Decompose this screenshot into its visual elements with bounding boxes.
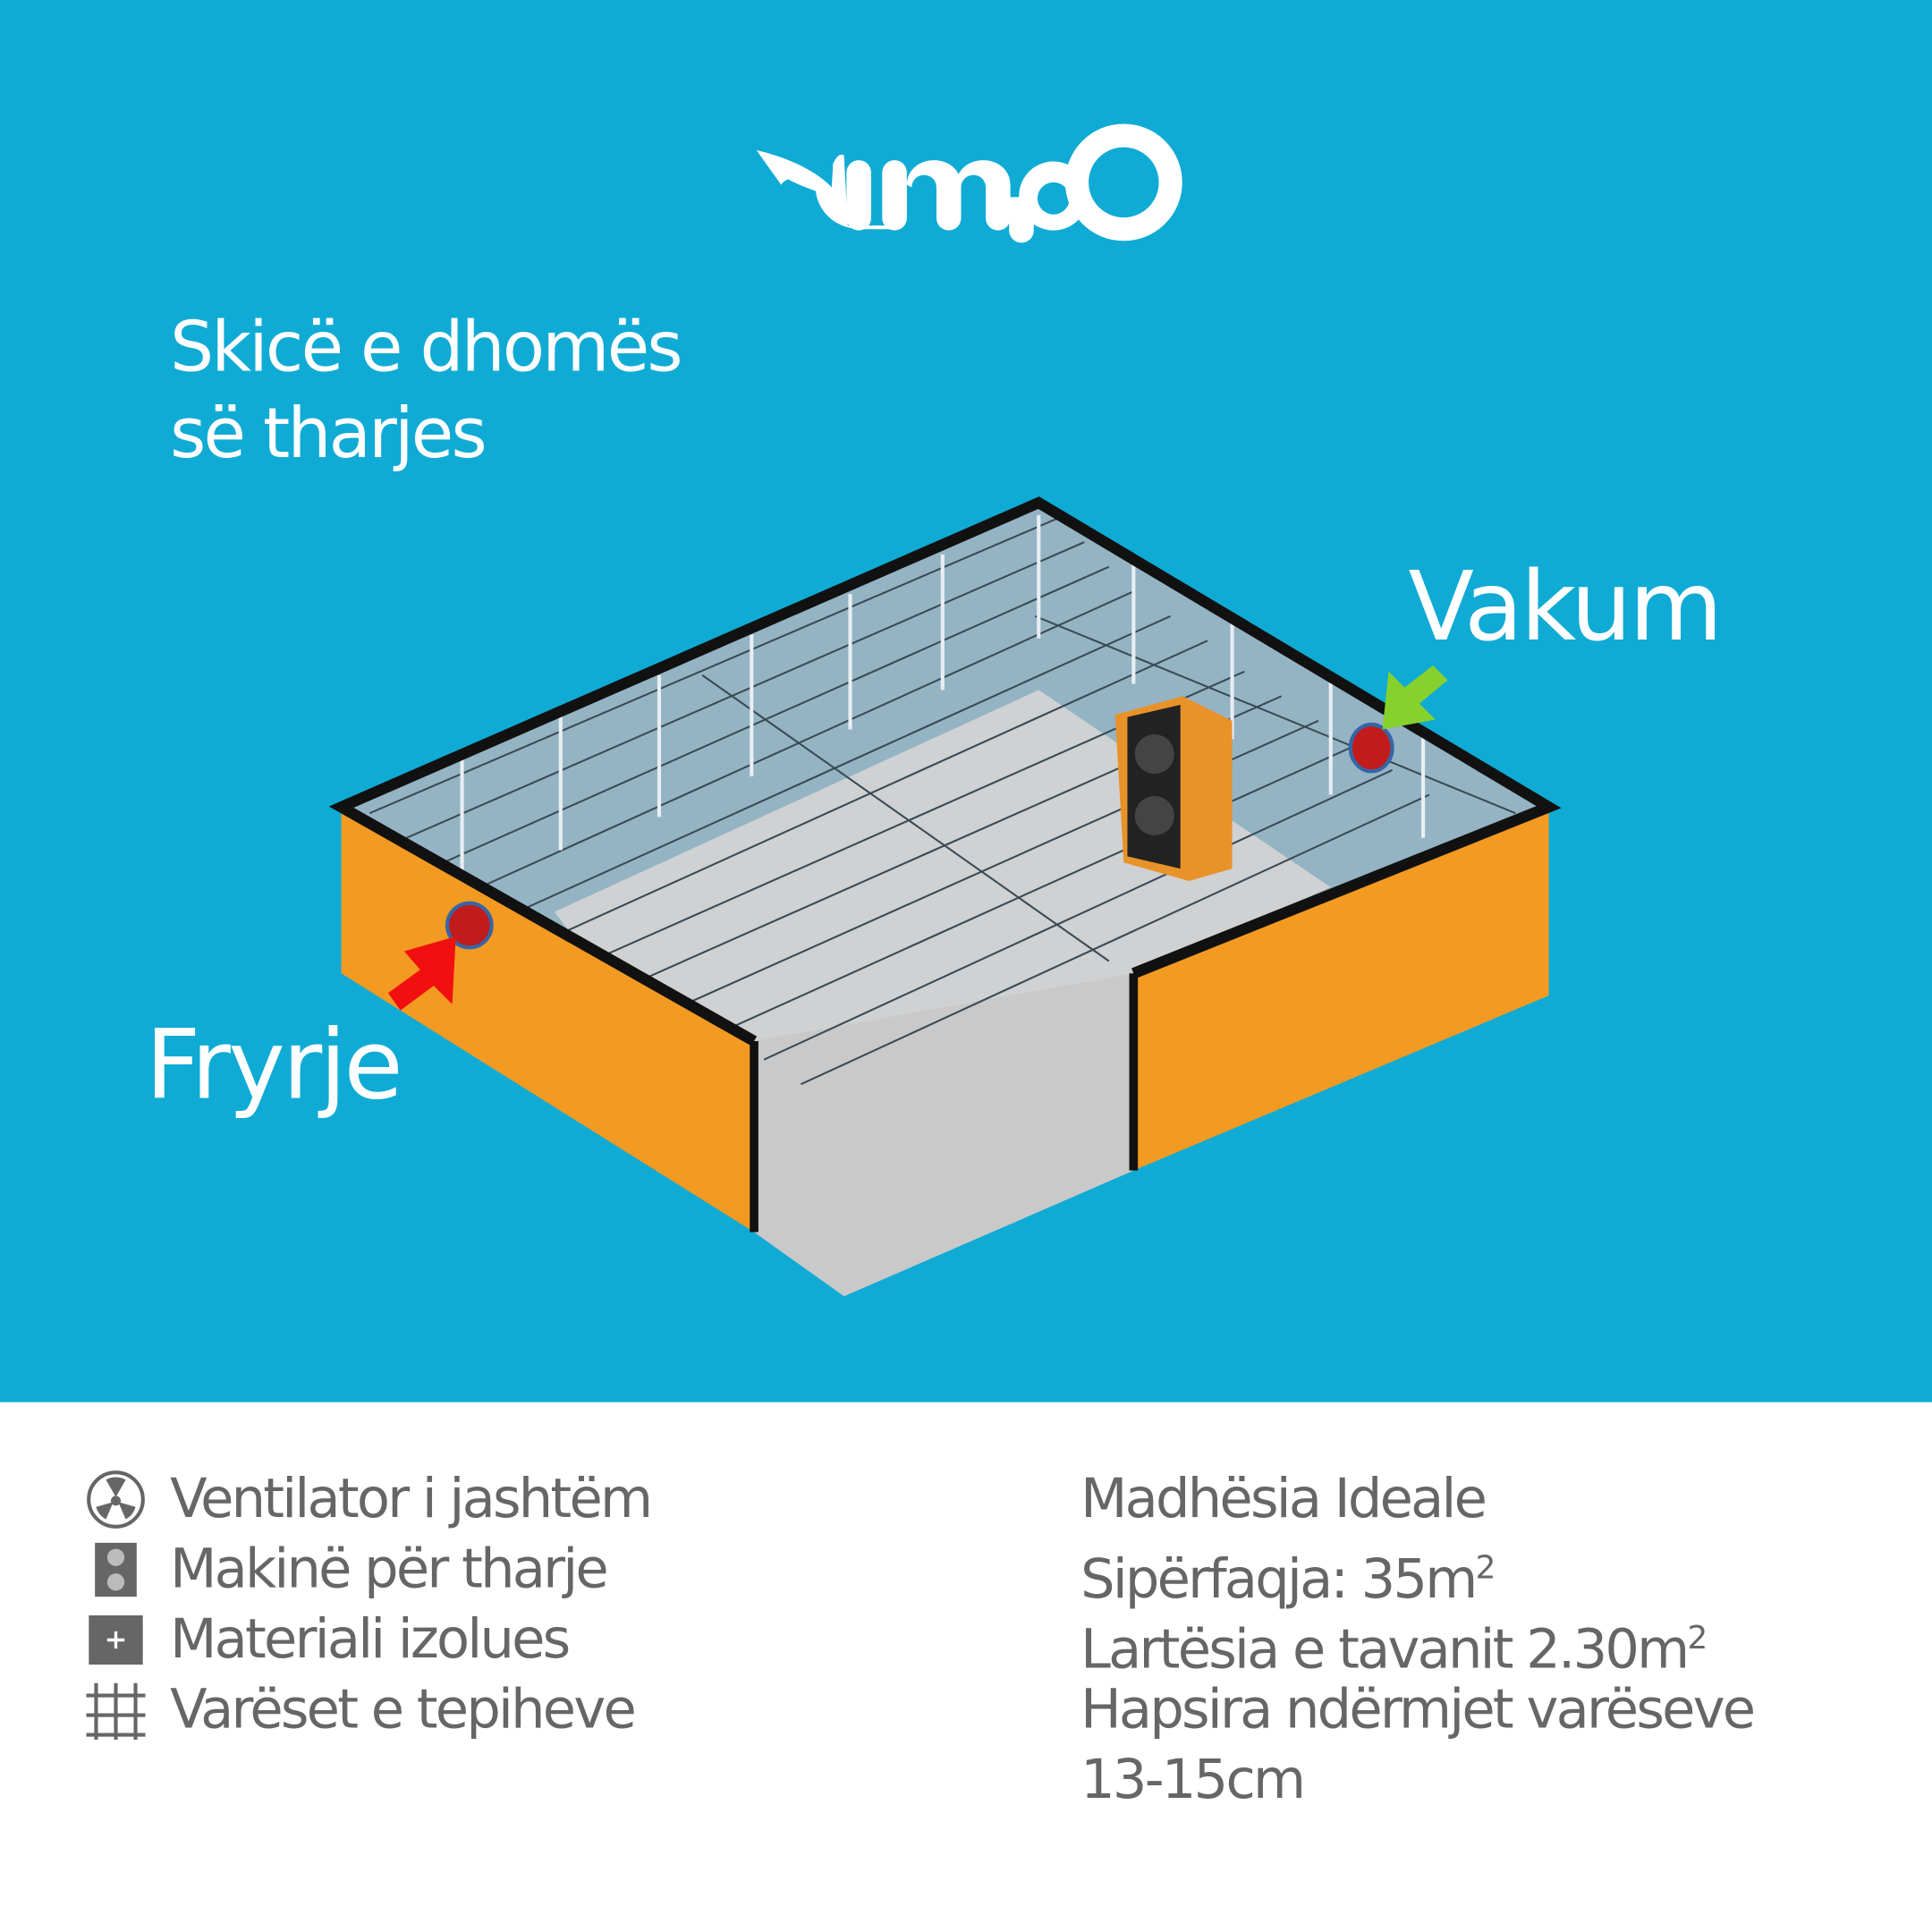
legend-item: Materiali izolues [86, 1605, 650, 1675]
intake-fan-icon [445, 901, 494, 950]
exhaust-fan-icon [1348, 722, 1394, 774]
legend-item: Makinë për tharje [86, 1534, 650, 1605]
green-arrow-icon [1382, 665, 1448, 730]
drying-machine [1114, 696, 1233, 881]
room-sketch [328, 123, 1562, 1297]
specs-heading: Madhësia Ideale [1080, 1467, 1487, 1530]
fryrje-label: Fryrje [145, 1010, 403, 1122]
spec-spacing: Hapsira ndërmjet varëseve [1080, 1678, 1756, 1741]
left-wall [341, 807, 755, 1233]
grid-icon [86, 1680, 146, 1740]
legend-item: Ventilator i jashtëm [86, 1464, 653, 1535]
right-wall [1133, 807, 1549, 1171]
fan-icon [86, 1470, 145, 1529]
legend: Ventilator i jashtëm Makinë për tharje M… [86, 1464, 653, 1745]
insulation-icon [86, 1610, 145, 1669]
dryer-machine-icon [86, 1539, 145, 1598]
spec-area: Sipërfaqja: 35m2 [1080, 1548, 1496, 1612]
doorway-floor [754, 973, 1134, 1297]
wall-rim [328, 496, 1562, 1046]
specs: Madhësia Ideale Sipërfaqja: 35m2 Lartësi… [1080, 1464, 1756, 1816]
spec-height: Lartësia e tavanit 2.30m2 [1080, 1618, 1707, 1682]
red-arrow-icon [387, 936, 456, 1011]
limpo-logo [756, 123, 1182, 243]
legend-item: Varëset e tepiheve [86, 1674, 650, 1745]
hanger-posts [460, 514, 1426, 881]
spec-spacing-value: 13-15cm [1080, 1748, 1306, 1811]
vakum-label: Vakum [1408, 552, 1724, 664]
